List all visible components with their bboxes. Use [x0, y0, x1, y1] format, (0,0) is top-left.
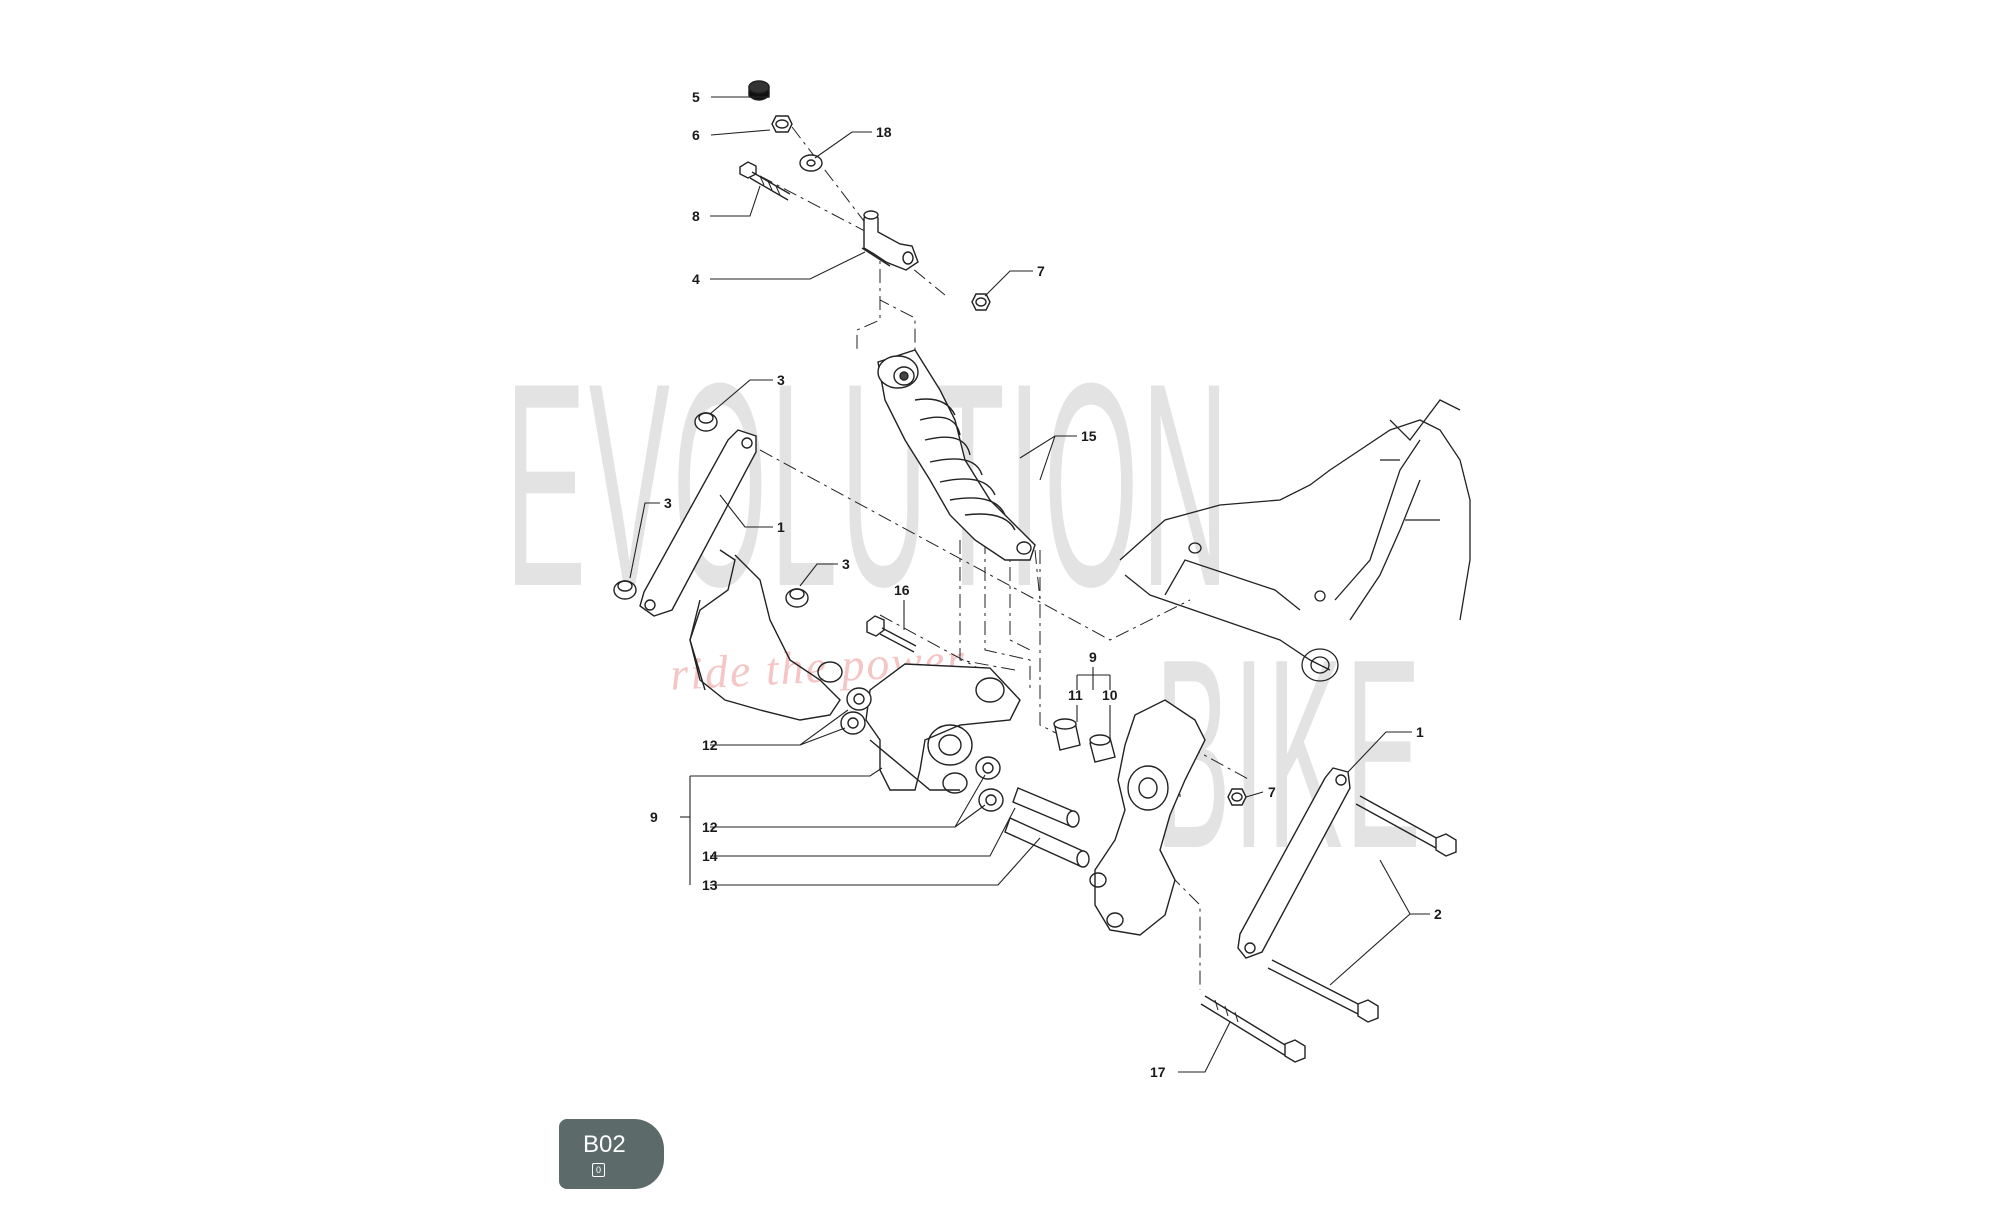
- callout-13: 13: [702, 877, 718, 893]
- callout-12-upper: 12: [702, 737, 718, 753]
- part-17-bolt: [1200, 995, 1306, 1063]
- callout-15: 15: [1081, 428, 1097, 444]
- part-4-upper-mount: [861, 210, 919, 271]
- page-code-badge: B02 0: [559, 1119, 664, 1189]
- callout-5: 5: [692, 89, 700, 105]
- callout-11: 11: [1068, 687, 1083, 703]
- part-3-bushing-c: [785, 588, 809, 608]
- callout-10: 10: [1102, 687, 1118, 703]
- part-18-washer: [799, 154, 823, 172]
- part-12-bushings-upper: [840, 687, 872, 735]
- frame-plate-center: [1089, 699, 1206, 936]
- part-16-bolt: [866, 615, 917, 653]
- callout-16: 16: [894, 582, 910, 598]
- part-2-bolt-lower: [1267, 959, 1379, 1023]
- part-3-bushing-b: [613, 580, 637, 600]
- part-14-sleeve: [1012, 787, 1080, 828]
- part-3-bushing-a: [694, 412, 718, 432]
- callout-1-left: 1: [777, 519, 785, 535]
- part-8-bolt: [739, 161, 791, 201]
- part-1-link-right: [1237, 767, 1351, 959]
- callout-2: 2: [1434, 906, 1442, 922]
- part-1-link-left: [639, 429, 757, 617]
- swingarm-frame: [1119, 399, 1471, 682]
- part-13-sleeve: [1004, 817, 1090, 868]
- callout-8: 8: [692, 208, 700, 224]
- callout-6: 6: [692, 127, 700, 143]
- part-15-shock-absorber: [877, 349, 1036, 561]
- callout-3-mid: 3: [842, 556, 850, 572]
- callout-7-upper: 7: [1037, 263, 1045, 279]
- part-10-bushing: [1089, 734, 1116, 763]
- callout-18: 18: [876, 124, 892, 140]
- part-7-nut-upper: [971, 293, 991, 311]
- badge-revision: 0: [592, 1163, 605, 1177]
- callout-labels: 5 6 18 8 4 7 3 15 3 1 3 16 9 11 10 12 9 …: [650, 89, 1442, 1080]
- frame-bracket-left: [689, 549, 843, 721]
- callout-3-top: 3: [777, 372, 785, 388]
- leader-lines: [629, 96, 1430, 1073]
- callout-9-top: 9: [1089, 649, 1097, 665]
- part-11-bushing: [1053, 718, 1081, 751]
- callout-1-right: 1: [1416, 724, 1424, 740]
- badge-code: B02: [583, 1131, 626, 1158]
- callout-9-left: 9: [650, 809, 658, 825]
- callout-4: 4: [692, 271, 700, 287]
- callout-12-lower: 12: [702, 819, 718, 835]
- callout-14: 14: [702, 848, 718, 864]
- part-7-nut-lower: [1227, 788, 1247, 806]
- part-9-rocker-assembly: [865, 663, 1021, 794]
- callout-3-left: 3: [664, 495, 672, 511]
- part-2-bolt-upper: [1355, 795, 1457, 857]
- callout-17: 17: [1150, 1064, 1166, 1080]
- part-5-cap: [748, 80, 770, 101]
- callout-7-lower: 7: [1268, 784, 1276, 800]
- part-6-nut: [771, 115, 793, 133]
